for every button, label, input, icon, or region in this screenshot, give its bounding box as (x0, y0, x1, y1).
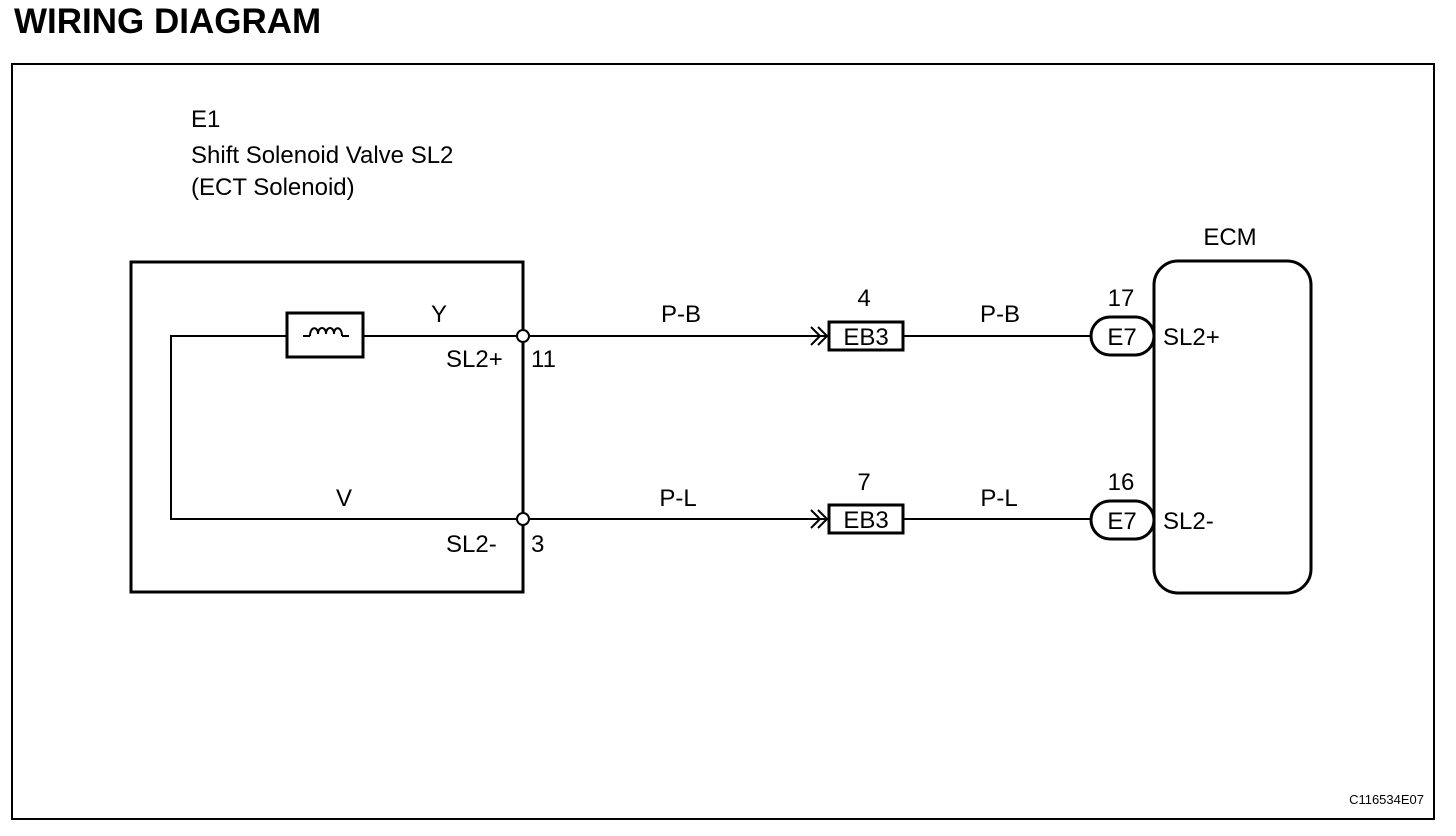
wire-label-pl-right: P-L (980, 485, 1017, 512)
terminal-sl2-plus-label: SL2+ (446, 346, 503, 373)
connector-arrow-icon (810, 509, 822, 529)
ecm-pin-16: 16 (1108, 469, 1135, 496)
ecm-box (1152, 259, 1313, 595)
connector-eb3-bottom (827, 503, 905, 535)
ecm-terminal-sl2-minus: SL2- (1163, 508, 1214, 535)
wire-label-pb-left: P-B (661, 301, 701, 328)
ecm-connector-e7-top-label: E7 (1107, 324, 1136, 351)
terminal-node-11 (516, 329, 530, 343)
wire-label-y: Y (431, 301, 447, 328)
solenoid-internal-wire (170, 335, 523, 520)
terminal-sl2-minus-label: SL2- (446, 531, 497, 558)
connector-eb3-bottom-label: EB3 (843, 507, 888, 534)
coil-icon (285, 311, 365, 359)
solenoid-name: Shift Solenoid Valve SL2 (191, 142, 453, 169)
connector-arrow-icon (817, 326, 829, 346)
ecm-pin-17: 17 (1108, 285, 1135, 312)
wire-label-v: V (336, 485, 352, 512)
connector-pin-4: 4 (857, 285, 870, 312)
solenoid-subtitle: (ECT Solenoid) (191, 174, 355, 201)
wire-label-pb-right: P-B (980, 301, 1020, 328)
connector-arrow-icon (817, 509, 829, 529)
ecm-connector-e7-bottom-label: E7 (1107, 508, 1136, 535)
figure-code: C116534E07 (1349, 792, 1424, 807)
solenoid-box (129, 260, 525, 594)
terminal-3-pin: 3 (531, 531, 544, 558)
terminal-node-3 (516, 512, 530, 526)
connector-arrow-icon (810, 326, 822, 346)
ecm-label: ECM (1203, 224, 1256, 251)
terminal-11-pin: 11 (531, 346, 556, 373)
page-title: WIRING DIAGRAM (14, 2, 322, 41)
solenoid-id: E1 (191, 106, 220, 133)
wire-label-pl-left: P-L (659, 485, 696, 512)
connector-pin-7: 7 (857, 469, 870, 496)
connector-eb3-top-label: EB3 (843, 324, 888, 351)
diagram-frame (11, 63, 1435, 820)
ecm-terminal-sl2-plus: SL2+ (1163, 324, 1220, 351)
